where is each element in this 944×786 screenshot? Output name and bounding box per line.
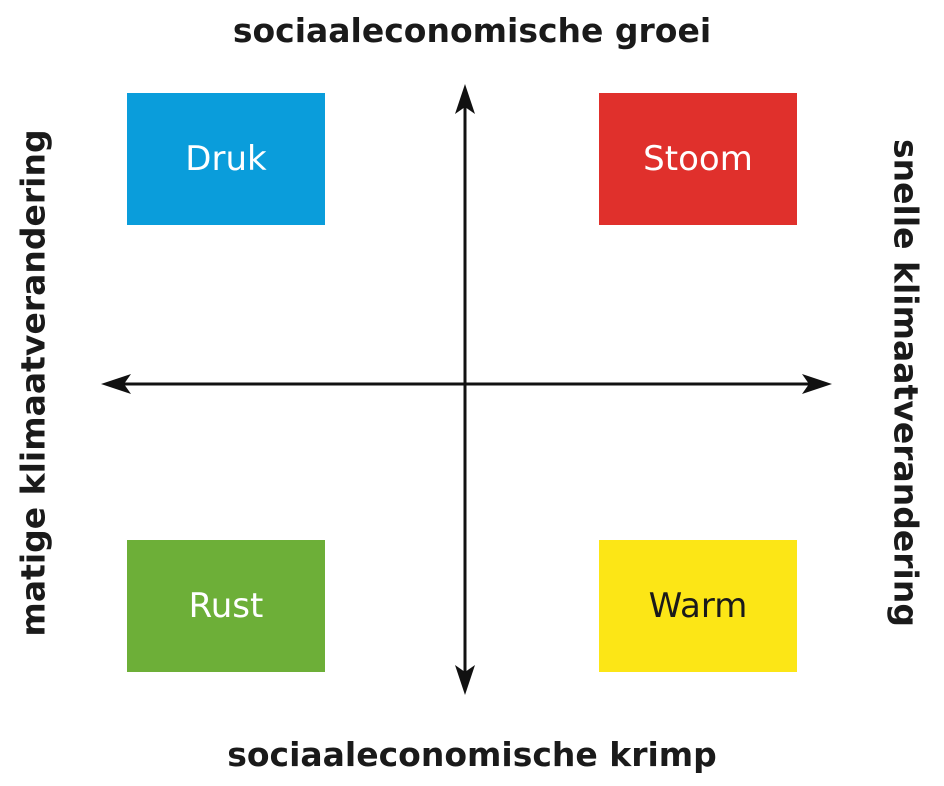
arrow-down-icon bbox=[455, 665, 475, 695]
quadrant-warm-label: Warm bbox=[648, 586, 748, 626]
axis-label-bottom: sociaaleconomische krimp bbox=[227, 735, 717, 774]
quadrant-stoom-label: Stoom bbox=[643, 139, 753, 179]
quadrant-rust-label: Rust bbox=[188, 586, 264, 626]
arrow-up-icon bbox=[455, 84, 475, 114]
quadrant-stoom: Stoom bbox=[599, 93, 797, 225]
quadrant-warm: Warm bbox=[599, 540, 797, 672]
arrow-left-icon bbox=[101, 374, 131, 394]
quadrant-rust: Rust bbox=[127, 540, 325, 672]
quadrant-druk-label: Druk bbox=[185, 139, 267, 179]
axis-label-top: sociaaleconomische groei bbox=[232, 11, 712, 50]
quadrant-druk: Druk bbox=[127, 93, 325, 225]
arrow-right-icon bbox=[802, 374, 832, 394]
